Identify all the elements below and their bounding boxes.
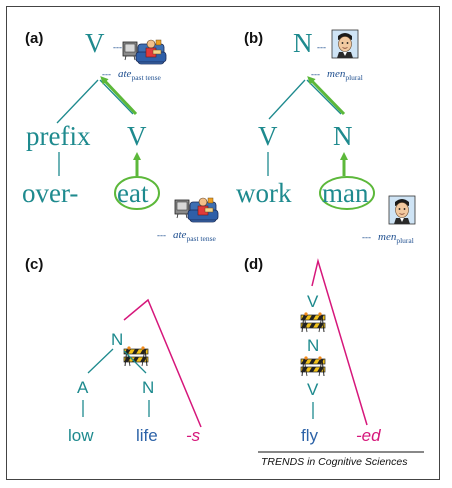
panel-c: (c) N A N low life -s <box>25 256 202 445</box>
annotation-bottom-a: atepast tense <box>173 229 216 243</box>
node-a-c: A <box>77 378 89 397</box>
node-v-top-d: V <box>307 292 319 311</box>
dashes-annotation-top: --- <box>102 69 111 79</box>
word-work: work <box>236 178 292 208</box>
dashes-annotation-top-b: --- <box>311 69 320 79</box>
panel-a: (a) V --- --- atepast tense prefix V ove… <box>22 28 219 243</box>
construction-barrier-icon-d1 <box>300 311 326 333</box>
panel-d: (d) V N V fly -ed <box>244 256 381 445</box>
panel-label-a: (a) <box>25 30 43 47</box>
dashes-top-b: --- <box>317 42 326 52</box>
annotation-top-a: atepast tense <box>118 68 161 82</box>
dashes-annotation-bottom-b: --- <box>362 232 371 242</box>
man-face-icon <box>331 29 359 59</box>
node-top-n: N <box>293 28 313 58</box>
node-v-right: V <box>127 121 147 151</box>
node-n-d: N <box>307 336 319 355</box>
figure-frame <box>6 6 440 480</box>
word-man: man <box>322 178 369 208</box>
word-low: low <box>68 426 94 445</box>
annotation-bottom-b: menplural <box>378 231 414 245</box>
panel-label-d: (d) <box>244 256 263 273</box>
node-v-bottom-d: V <box>307 380 319 399</box>
suffix-s: -s <box>186 426 201 445</box>
suffix-ed: -ed <box>356 426 381 445</box>
suffix-branch-d <box>311 258 368 426</box>
word-over: over- <box>22 178 78 208</box>
node-n-right-b: N <box>333 121 353 151</box>
word-eat: eat <box>117 178 149 208</box>
node-n2-c: N <box>142 378 154 397</box>
construction-barrier-icon-d2 <box>300 355 326 377</box>
couch-eating-person-icon <box>122 39 167 65</box>
arrow-head-to-top-b <box>307 76 346 116</box>
word-fly: fly <box>301 426 319 445</box>
dashes-annotation-bottom: --- <box>157 230 166 240</box>
panel-b: (b) N --- --- menplural V N work man ---… <box>236 28 416 245</box>
panel-label-b: (b) <box>244 30 263 47</box>
couch-eating-person-icon-bottom <box>174 197 219 223</box>
node-n-c: N <box>111 330 123 349</box>
node-prefix: prefix <box>26 121 91 151</box>
suffix-branch-c <box>123 298 202 428</box>
man-face-icon-bottom <box>388 195 416 225</box>
head-circle-man <box>319 176 375 210</box>
arrow-head-to-top <box>100 76 138 116</box>
annotation-top-b: menplural <box>327 68 363 82</box>
node-top-v: V <box>85 28 105 58</box>
footer-credit: TRENDS in Cognitive Sciences <box>261 456 408 468</box>
node-v-left-b: V <box>258 121 278 151</box>
dashes-top: --- <box>113 42 122 52</box>
word-life: life <box>136 426 158 445</box>
panel-label-c: (c) <box>25 256 43 273</box>
head-circle-eat <box>114 176 160 210</box>
